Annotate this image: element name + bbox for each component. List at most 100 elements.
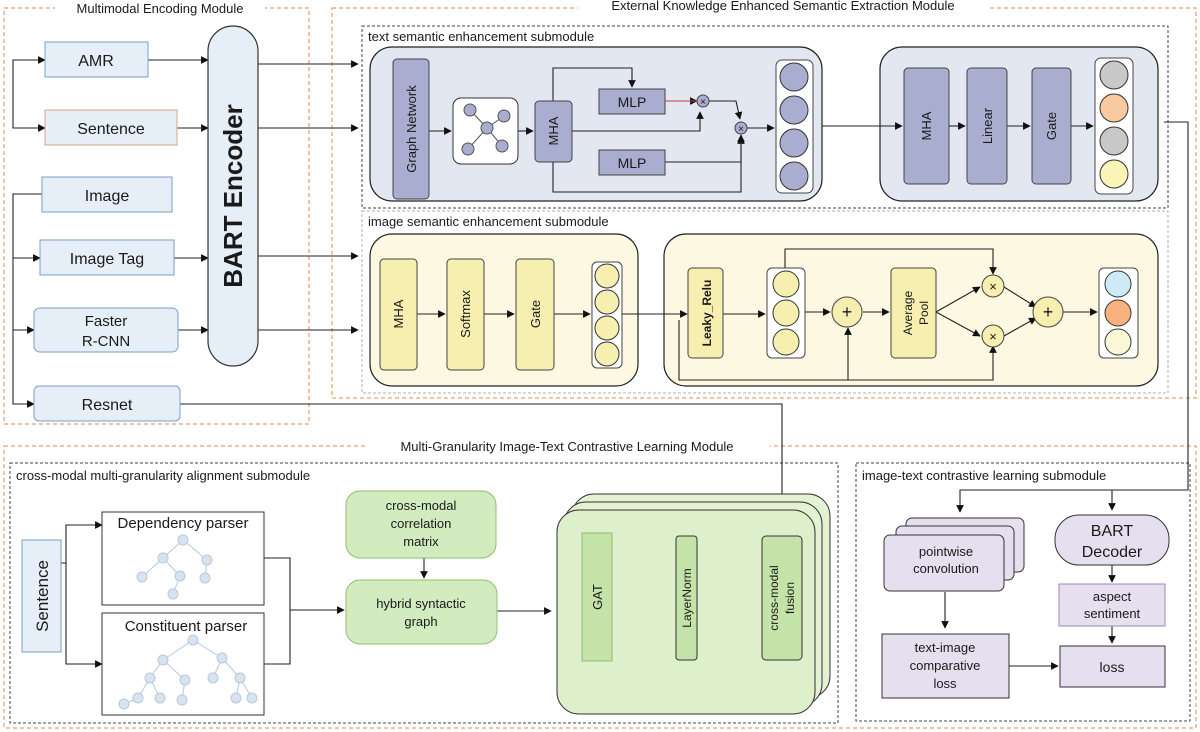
- image-label: Image: [85, 188, 130, 205]
- dependency-parser-box: [101, 511, 265, 606]
- aspect-label-1: aspect: [1093, 589, 1132, 604]
- text-image-loss-box: [881, 633, 1010, 699]
- text-sem-frame: [361, 25, 1169, 209]
- mlp-top-label: MLP: [618, 94, 647, 110]
- fusion-label-2: fusion: [783, 582, 797, 614]
- text-sem-title: text semantic enhancement submodule: [368, 29, 594, 44]
- align-sentence-label: Sentence: [33, 560, 52, 632]
- text-mha-label: MHA: [546, 116, 561, 145]
- average-pool-box: [890, 267, 937, 359]
- image-tag-label: Image Tag: [70, 251, 144, 268]
- text-gate-box: [1031, 67, 1072, 185]
- encoding-module-frame: [3, 7, 310, 425]
- svg-text:+: +: [1043, 302, 1054, 322]
- text-mha2-box: [903, 67, 950, 185]
- text-sem-left-block: [369, 46, 823, 202]
- multiply-icon: ×: [981, 274, 1005, 298]
- linear-label: Linear: [980, 107, 995, 144]
- hybrid-label-1: hybrid syntactic: [376, 596, 466, 611]
- itcl-title: image-text contrastive learning submodul…: [862, 468, 1106, 483]
- text-gate-label: Gate: [1044, 112, 1059, 140]
- hybrid-label-2: graph: [404, 614, 437, 629]
- add-icon: +: [831, 296, 863, 328]
- ti-loss-label-2: comparative: [910, 658, 981, 673]
- graph-icon: [452, 97, 519, 165]
- bart-encoder-label: BART Encoder: [218, 104, 248, 287]
- image-sem-left-block: [369, 233, 639, 387]
- faster-rcnn-label-2: R-CNN: [82, 333, 130, 350]
- image-sem-title: image semantic enhancement submodule: [368, 214, 609, 229]
- external-module-title: External Knowledge Enhanced Semantic Ext…: [611, 0, 954, 13]
- multiply-icon: ×: [696, 94, 710, 108]
- pointwise-conv-stack: [883, 517, 1025, 592]
- text-mha2-label: MHA: [919, 111, 934, 140]
- aspect-sentiment-box: [1058, 583, 1166, 627]
- corr-label-1: cross-modal: [386, 498, 457, 513]
- svg-text:+: +: [842, 302, 853, 322]
- contrastive-module-title: Multi-Granularity Image-Text Contrastive…: [400, 439, 733, 454]
- loss-label: loss: [1100, 659, 1125, 675]
- svg-text:×: ×: [700, 97, 706, 108]
- layernorm-box: [675, 535, 698, 661]
- svg-text:×: ×: [989, 329, 997, 344]
- external-module-frame: [331, 7, 1197, 399]
- graph-network-box: [392, 58, 430, 200]
- bart-encoder-box: [207, 25, 259, 367]
- image-box: [41, 176, 173, 213]
- leaky-relu-label: Leaky_Relu: [700, 280, 714, 347]
- sentence-box: [44, 109, 178, 146]
- sentence-label: Sentence: [77, 121, 145, 138]
- image-mha-label: MHA: [391, 299, 406, 328]
- image-mha-box: [379, 258, 418, 371]
- dependency-parser-label: Dependency parser: [118, 515, 249, 532]
- mlp-bottom-box: [598, 149, 666, 176]
- average-pool-label-2: Pool: [917, 301, 931, 325]
- align-sentence-box: [21, 539, 62, 653]
- text-feature-stack: [775, 59, 814, 194]
- graph-network-label: Graph Network: [404, 85, 419, 173]
- gat-box: [581, 532, 613, 662]
- relu-feature-stack: [766, 267, 806, 359]
- gat-label: GAT: [590, 584, 605, 610]
- layernorm-label: LayerNorm: [680, 568, 694, 627]
- softmax-label: Softmax: [458, 290, 473, 338]
- multiply-icon: ×: [981, 324, 1005, 348]
- softmax-box: [446, 258, 485, 371]
- text-output-stack: [1094, 57, 1134, 195]
- average-pool-label-1: Average: [901, 290, 915, 335]
- bart-decoder-box: [1054, 514, 1170, 566]
- text-mha-box: [534, 100, 573, 163]
- image-gate-box: [515, 258, 555, 371]
- amr-label: AMR: [78, 53, 114, 70]
- image-feature-stack: [591, 261, 623, 369]
- hybrid-graph-box: [345, 579, 498, 645]
- image-tag-box: [39, 239, 175, 276]
- encoding-module-title: Multimodal Encoding Module: [77, 1, 244, 16]
- faster-rcnn-label-1: Faster: [85, 313, 128, 330]
- resnet-label: Resnet: [82, 397, 133, 414]
- cross-modal-fusion-box: [761, 535, 803, 661]
- ti-loss-label-3: loss: [933, 676, 957, 691]
- align-title: cross-modal multi-granularity alignment …: [16, 468, 310, 483]
- pointwise-label-1: pointwise: [919, 544, 973, 559]
- corr-label-3: matrix: [403, 534, 439, 549]
- leaky-relu-box: [687, 267, 724, 359]
- correlation-matrix-box: [345, 490, 497, 559]
- pointwise-label-2: convolution: [913, 561, 979, 576]
- amr-box: [44, 41, 149, 78]
- resnet-box: [33, 385, 181, 422]
- mlp-top-box: [598, 88, 666, 115]
- linear-box: [966, 67, 1008, 185]
- bart-decoder-label-1: BART: [1091, 523, 1134, 540]
- constituent-parser-label: Constituent parser: [125, 618, 248, 635]
- image-output-stack: [1098, 267, 1139, 359]
- corr-label-2: correlation: [391, 516, 452, 531]
- add-icon: +: [1032, 296, 1064, 328]
- fusion-label-1: cross-modal: [767, 565, 781, 630]
- itcl-frame: [855, 462, 1191, 722]
- ti-loss-label-1: text-image: [915, 640, 976, 655]
- image-gate-label: Gate: [528, 300, 543, 328]
- constituent-tree-icon: [118, 634, 258, 710]
- mlp-bottom-label: MLP: [618, 155, 647, 171]
